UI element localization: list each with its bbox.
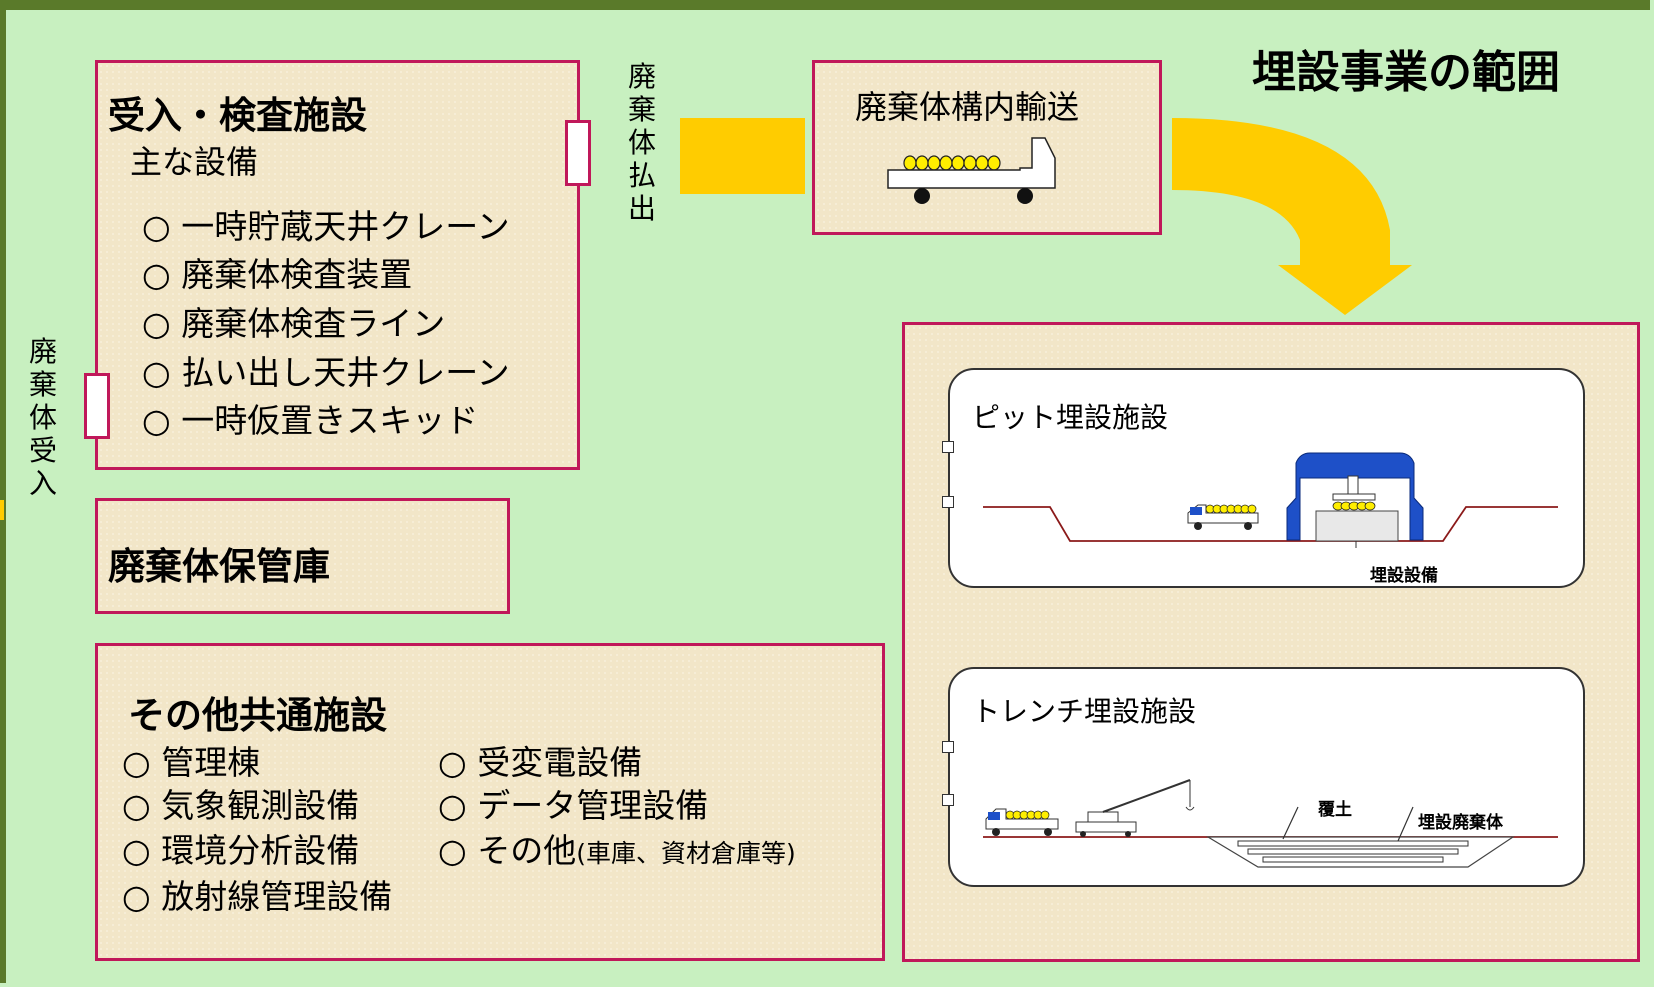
trench-connector-2 <box>942 794 954 806</box>
trench-facility-title: トレンチ埋設施設 <box>972 695 1197 728</box>
common-right-item-3: ○ その他(車庫、資材倉庫等) <box>438 824 796 872</box>
pit-burial-label: 埋設設備 <box>1370 566 1438 586</box>
truck-icon <box>887 137 1056 204</box>
pit-gantry-crane <box>1286 452 1424 541</box>
common-left-item-2: ○ 気象観測設備 <box>122 786 360 825</box>
pit-truck <box>1187 504 1259 530</box>
storage-title: 廃棄体保管庫 <box>108 545 330 588</box>
common-right-item-2: ○ データ管理設備 <box>438 786 709 825</box>
pit-connector-2 <box>942 496 954 508</box>
trench-connector-1 <box>942 741 954 753</box>
common-right-item-1: ○ 受変電設備 <box>438 743 643 782</box>
reception-facility-subtitle: 主な設備 <box>130 143 259 181</box>
main-title: 埋設事業の範囲 <box>1252 47 1560 98</box>
common-left-item-4: ○ 放射線管理設備 <box>122 877 393 916</box>
common-left-item-1: ○ 管理棟 <box>122 743 261 782</box>
common-right-item-3-note: (車庫、資材倉庫等) <box>576 839 796 868</box>
label-receive: 廃棄体受入 <box>28 335 57 500</box>
common-left-item-3: ○ 環境分析設備 <box>122 831 360 870</box>
label-dispatch: 廃棄体払出 <box>627 60 656 225</box>
reception-item-2: ○ 廃棄体検査装置 <box>142 255 413 294</box>
trench-waste-label: 埋設廃棄体 <box>1418 813 1503 833</box>
reception-item-4: ○ 払い出し天井クレーン <box>142 353 510 392</box>
reception-item-3: ○ 廃棄体検査ライン <box>142 304 446 343</box>
pit-facility-box <box>948 368 1585 588</box>
trench-truck <box>985 808 1059 836</box>
trench-mobile-crane <box>1075 779 1195 837</box>
trench-diagram <box>983 779 1558 868</box>
dispatch-port <box>565 120 591 186</box>
common-facility-panel <box>95 643 885 961</box>
pit-facility-title: ピット埋設施設 <box>972 401 1169 434</box>
pit-connector-1 <box>942 441 954 453</box>
reception-facility-title: 受入・検査施設 <box>108 94 367 137</box>
reception-item-5: ○ 一時仮置きスキッド <box>142 401 479 440</box>
storage-panel <box>95 498 510 614</box>
common-right-item-3-label: ○ その他 <box>438 831 577 870</box>
pit-burial-structure <box>1315 510 1399 542</box>
reception-item-1: ○ 一時貯蔵天井クレーン <box>142 207 510 246</box>
common-facility-title: その他共通施設 <box>128 694 387 737</box>
reception-facility-panel <box>95 60 580 470</box>
receive-port <box>84 373 110 439</box>
trench-soil-label: 覆土 <box>1318 800 1352 820</box>
pit-diagram <box>983 452 1558 548</box>
transport-panel <box>812 60 1162 235</box>
transport-title: 廃棄体構内輸送 <box>855 88 1080 126</box>
